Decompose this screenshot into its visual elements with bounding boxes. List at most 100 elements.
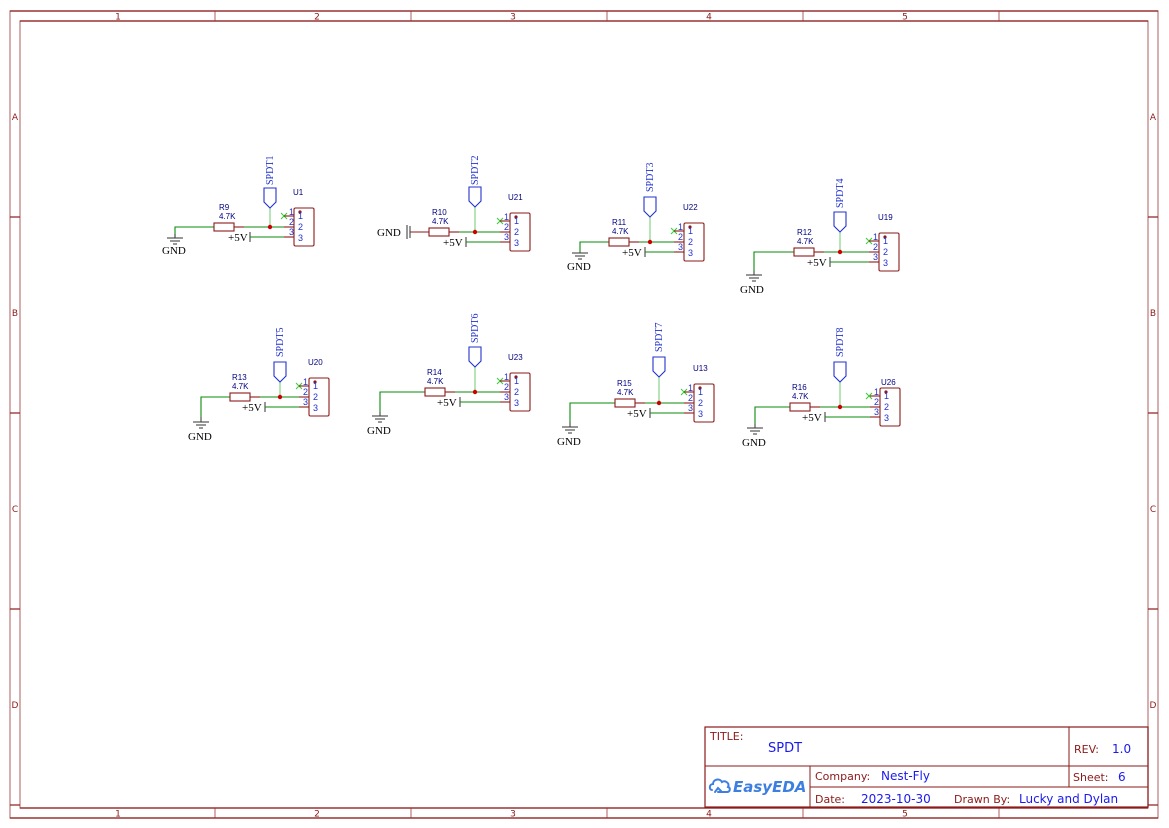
junction-dot bbox=[277, 394, 283, 400]
logo-text: EasyEDA bbox=[733, 778, 806, 796]
pin-number: 3 bbox=[514, 398, 519, 408]
connector-u26[interactable] bbox=[879, 387, 901, 427]
pin-number: 1 bbox=[688, 383, 693, 393]
circuit-spdt8[interactable]: GND R16 4.7K SPDT8 +5V 1 2 3 1 2 3 U26 bbox=[742, 328, 901, 449]
pin-number: 3 bbox=[298, 233, 303, 243]
pin-number: 2 bbox=[883, 247, 888, 257]
easyeda-logo: EasyEDA bbox=[708, 778, 806, 796]
connector-designator: U13 bbox=[693, 364, 708, 373]
pin-number: 1 bbox=[298, 211, 303, 221]
column-label: 2 bbox=[314, 13, 320, 23]
pin-number: 3 bbox=[303, 397, 308, 407]
power-label: +5V bbox=[437, 397, 457, 409]
junction-dot bbox=[656, 400, 662, 406]
net-label: SPDT2 bbox=[470, 156, 481, 185]
circuit-spdt2[interactable]: GND R10 4.7K SPDT2 +5V 1 2 3 1 2 3 U21 bbox=[377, 156, 531, 252]
company-value: Nest-Fly bbox=[881, 769, 930, 783]
date-label: Date: bbox=[815, 793, 845, 806]
title-label: TITLE: bbox=[709, 730, 743, 743]
resistor-designator: R16 bbox=[792, 383, 807, 392]
ground-symbol bbox=[746, 251, 794, 282]
pin-number: 3 bbox=[873, 252, 878, 262]
pin-number: 1 bbox=[289, 207, 294, 217]
connector-u20[interactable] bbox=[308, 377, 330, 417]
no-connect-marker bbox=[865, 392, 873, 400]
net-port-flag bbox=[468, 186, 482, 208]
ground-symbol bbox=[572, 241, 609, 260]
row-label: B bbox=[12, 309, 18, 319]
resistor-r11[interactable] bbox=[608, 237, 630, 247]
net-port-flag bbox=[833, 361, 847, 383]
resistor-r12[interactable] bbox=[793, 247, 815, 257]
ground-symbol bbox=[372, 391, 425, 423]
connector-u23[interactable] bbox=[509, 372, 531, 412]
pin-number: 1 bbox=[678, 222, 683, 232]
resistor-value: 4.7K bbox=[232, 382, 249, 391]
rev-label: REV: bbox=[1074, 743, 1099, 756]
pin-number: 3 bbox=[514, 238, 519, 248]
resistor-designator: R15 bbox=[617, 379, 632, 388]
connector-u22[interactable] bbox=[683, 222, 705, 262]
pin-number: 1 bbox=[313, 381, 318, 391]
connector-u19[interactable] bbox=[878, 232, 900, 272]
resistor-r15[interactable] bbox=[614, 398, 636, 408]
pin-number: 2 bbox=[873, 242, 878, 252]
resistor-r16[interactable] bbox=[789, 402, 811, 412]
power-label: +5V bbox=[228, 232, 248, 244]
pin-number: 1 bbox=[303, 377, 308, 387]
pin-number: 2 bbox=[298, 222, 303, 232]
column-label: 4 bbox=[706, 13, 712, 23]
resistor-r9[interactable] bbox=[213, 222, 235, 232]
pin-number: 3 bbox=[883, 258, 888, 268]
row-label: C bbox=[12, 505, 18, 515]
circuit-spdt7[interactable]: GND R15 4.7K SPDT7 +5V 1 2 3 1 2 3 U13 bbox=[557, 323, 715, 448]
column-label: 5 bbox=[902, 13, 908, 23]
column-label: 1 bbox=[115, 13, 121, 23]
net-label: SPDT4 bbox=[835, 179, 846, 208]
pin-number: 2 bbox=[698, 398, 703, 408]
pin-number: 2 bbox=[504, 382, 509, 392]
pin-number: 3 bbox=[313, 403, 318, 413]
rev-value: 1.0 bbox=[1112, 742, 1131, 756]
ground-label: GND bbox=[740, 284, 764, 296]
column-label: 2 bbox=[314, 810, 320, 820]
sheet-frame: 1 2 3 4 5 1 2 3 4 5 A B C D A B C D bbox=[9, 10, 1159, 820]
junction-dot bbox=[472, 389, 478, 395]
resistor-value: 4.7K bbox=[427, 377, 444, 386]
resistor-designator: R9 bbox=[219, 203, 230, 212]
resistor-value: 4.7K bbox=[797, 237, 814, 246]
company-label: Company: bbox=[815, 770, 870, 783]
junction-dot bbox=[837, 249, 843, 255]
ground-symbol bbox=[193, 396, 230, 429]
resistor-designator: R12 bbox=[797, 228, 812, 237]
pin-number: 2 bbox=[884, 402, 889, 412]
pin-number: 3 bbox=[874, 407, 879, 417]
resistor-designator: R14 bbox=[427, 368, 442, 377]
row-label: A bbox=[1150, 113, 1157, 123]
sheet-value: 6 bbox=[1118, 770, 1126, 784]
resistor-r14[interactable] bbox=[424, 387, 446, 397]
circuit-spdt1[interactable]: GND R9 4.7K SPDT1 +5V 1 2 3 1 2 3 U1 bbox=[162, 156, 315, 257]
resistor-value: 4.7K bbox=[792, 392, 809, 401]
column-label: 4 bbox=[706, 810, 712, 820]
resistor-r13[interactable] bbox=[229, 392, 251, 402]
sheet-label: Sheet: bbox=[1073, 771, 1109, 784]
connector-u21[interactable] bbox=[509, 212, 531, 252]
net-label: SPDT7 bbox=[654, 323, 665, 352]
pin-number: 2 bbox=[514, 227, 519, 237]
resistor-r10[interactable] bbox=[428, 227, 450, 237]
cloud-icon bbox=[708, 778, 731, 793]
circuit-spdt6[interactable]: GND R14 4.7K SPDT6 +5V 1 2 3 1 2 3 U23 bbox=[367, 314, 531, 437]
ground-symbol bbox=[167, 226, 214, 245]
circuit-spdt4[interactable]: GND R12 4.7K SPDT4 +5V 1 2 3 1 2 3 U19 bbox=[740, 179, 900, 296]
pin-number: 1 bbox=[884, 391, 889, 401]
pin-number: 3 bbox=[289, 227, 294, 237]
circuit-spdt5[interactable]: GND R13 4.7K SPDT5 +5V 1 2 3 1 2 3 U20 bbox=[188, 328, 330, 443]
connector-u13[interactable] bbox=[693, 383, 715, 423]
power-label: +5V bbox=[807, 257, 827, 269]
connector-designator: U19 bbox=[878, 213, 893, 222]
connector-u1[interactable] bbox=[293, 207, 315, 247]
power-label: +5V bbox=[242, 402, 262, 414]
circuit-spdt3[interactable]: GND R11 4.7K SPDT3 +5V 1 2 3 1 2 3 U22 bbox=[567, 163, 705, 273]
pin-number: 1 bbox=[504, 212, 509, 222]
